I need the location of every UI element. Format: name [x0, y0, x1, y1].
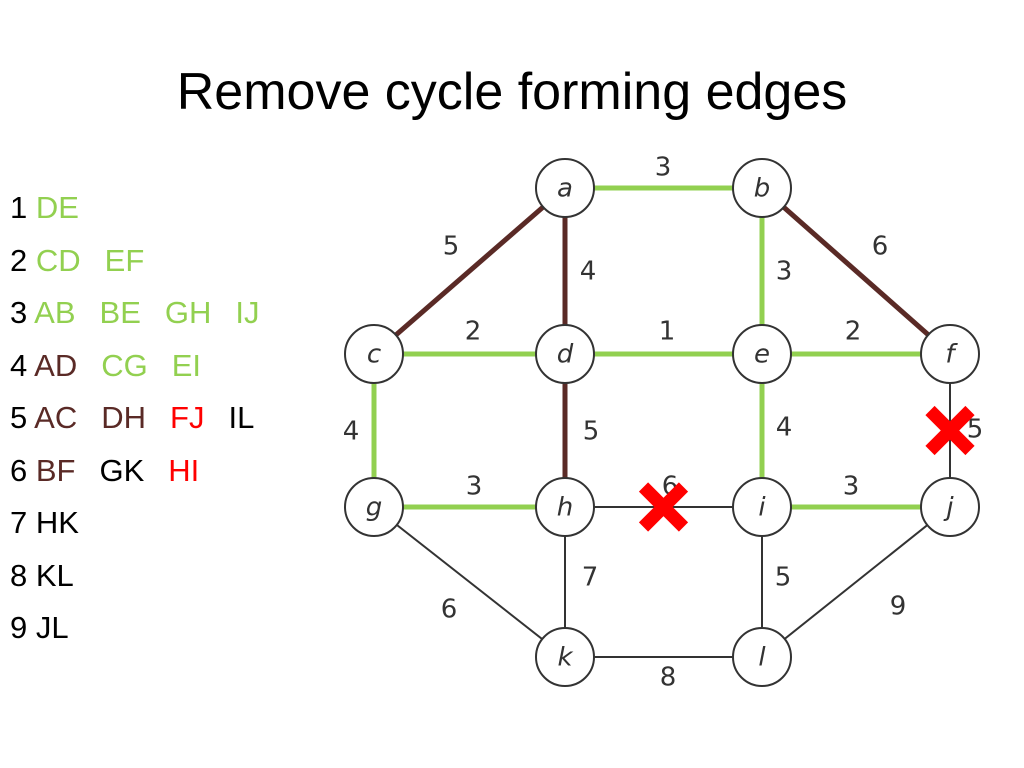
edge-weight-cd: 2 [465, 317, 482, 347]
edge-weight-ac: 5 [443, 232, 460, 262]
edge-list-row-number: 8 [10, 557, 36, 593]
edge-list-item: FJ [170, 400, 205, 435]
edge-weight-hk: 7 [582, 563, 599, 593]
node-h: h [535, 477, 595, 537]
edge-weight-il: 5 [775, 563, 792, 593]
edge-weight-ad: 4 [580, 257, 597, 287]
edge-list-item: JL [35, 610, 69, 645]
nodes-layer: a b c d e f g h i j k l [344, 158, 980, 687]
sorted-edge-list: 1 DE 2 CD EF 3 AB BE GH IJ 4 AD CG EI 5 AC DH FJ IL 6 … [10, 182, 260, 655]
edge-weight-ij: 3 [843, 472, 860, 502]
node-label-c: c [367, 340, 381, 370]
edge-list-row-number: 3 [10, 295, 35, 330]
node-f: f [920, 324, 980, 384]
edge-list-row: 4 AD CG EI [10, 340, 260, 393]
edge-list-item: DH [101, 400, 147, 435]
edge-list-row-number: 5 [10, 400, 35, 435]
edge-weight-ef: 2 [845, 317, 862, 347]
node-b: b [732, 158, 792, 218]
edge-list-row-number: 1 [10, 190, 36, 225]
node-label-i: i [758, 493, 766, 523]
edge-list-item: AD [34, 347, 78, 383]
edge-weight-dh: 5 [583, 417, 600, 447]
edge-list-row-number: 6 [10, 452, 36, 488]
node-label-k: k [557, 643, 573, 673]
edge-weight-ei: 4 [776, 413, 793, 443]
edge-list-item: DE [35, 190, 79, 225]
node-a: a [535, 158, 595, 218]
edge-weight-jl: 9 [890, 592, 907, 622]
edge-list-item: EI [171, 347, 202, 383]
edge-list-row: 2 CD EF [10, 235, 260, 288]
edge-list-row: 8 KL [10, 550, 260, 603]
edge-list-item: GK [99, 452, 145, 488]
edge-weight-de: 1 [659, 317, 676, 347]
node-k: k [535, 627, 595, 687]
node-c: c [344, 324, 404, 384]
node-d: d [535, 324, 595, 384]
edge-list-item: EF [104, 242, 145, 278]
edge-weight-bf: 6 [872, 232, 889, 262]
edge-weight-gh: 3 [466, 472, 483, 502]
edge-list-row: 7 HK [10, 497, 260, 550]
edge-weight-kl: 8 [660, 663, 677, 693]
node-label-d: d [557, 340, 574, 370]
node-j: j [920, 477, 980, 537]
edge-list-row: 5 AC DH FJ IL [10, 392, 260, 445]
edge-list-row: 3 AB BE GH IJ [10, 287, 260, 340]
edge-list-item: KL [35, 557, 74, 593]
node-g: g [344, 477, 404, 537]
edge-list-item: AC [34, 400, 78, 435]
node-label-h: h [557, 493, 573, 523]
edge-list-item: IL [228, 400, 255, 435]
node-label-a: a [557, 174, 573, 204]
edge-list-item: IJ [235, 295, 260, 330]
edge-list-item: CG [101, 347, 148, 383]
slide-title: Remove cycle forming edges [176, 63, 848, 121]
edge-weight-be: 3 [776, 257, 793, 287]
edge-weight-ab: 3 [655, 153, 672, 183]
removal-marks-layer [638, 405, 975, 532]
edge-gk [373, 506, 566, 658]
edge-list-row: 1 DE [10, 182, 260, 235]
edge-list-row-number: 9 [10, 610, 36, 645]
edge-list-row: 9 JL [10, 602, 260, 655]
removed-edge-cross-icon [925, 405, 975, 456]
edge-list-item: CD [35, 242, 81, 278]
edges-layer: 56 [371, 185, 984, 658]
edge-bf [760, 186, 952, 356]
edge-list-row-number: 2 [10, 242, 36, 278]
edge-jl [761, 506, 951, 658]
edge-weight-cg: 4 [343, 417, 360, 447]
edge-weight-gk: 6 [441, 595, 458, 625]
node-label-g: g [366, 493, 383, 523]
node-label-b: b [754, 174, 771, 204]
edge-list-item: HK [35, 505, 79, 540]
edge-list-item: AB [34, 295, 76, 330]
edge-list-row: 6 BF GK HI [10, 445, 260, 498]
edge-ac [372, 186, 567, 356]
removed-edge-cross-icon [638, 482, 689, 532]
node-label-l: l [758, 643, 766, 673]
node-i: i [732, 477, 792, 537]
node-label-j: j [943, 493, 954, 523]
edge-list-row-number: 4 [10, 347, 35, 383]
edge-weight-fj: 5 [967, 415, 984, 445]
weights-layer: 3 5 4 3 6 2 1 2 4 5 4 3 3 6 7 5 9 8 [343, 153, 907, 693]
node-label-e: e [754, 340, 770, 370]
edge-list-item: GH [164, 295, 212, 330]
edge-list-item: BE [99, 295, 141, 330]
node-e: e [732, 324, 792, 384]
edge-list-item: HI [168, 452, 200, 488]
edge-list-row-number: 7 [10, 505, 36, 540]
edge-list-item: BF [35, 452, 76, 488]
node-l: l [732, 627, 792, 687]
